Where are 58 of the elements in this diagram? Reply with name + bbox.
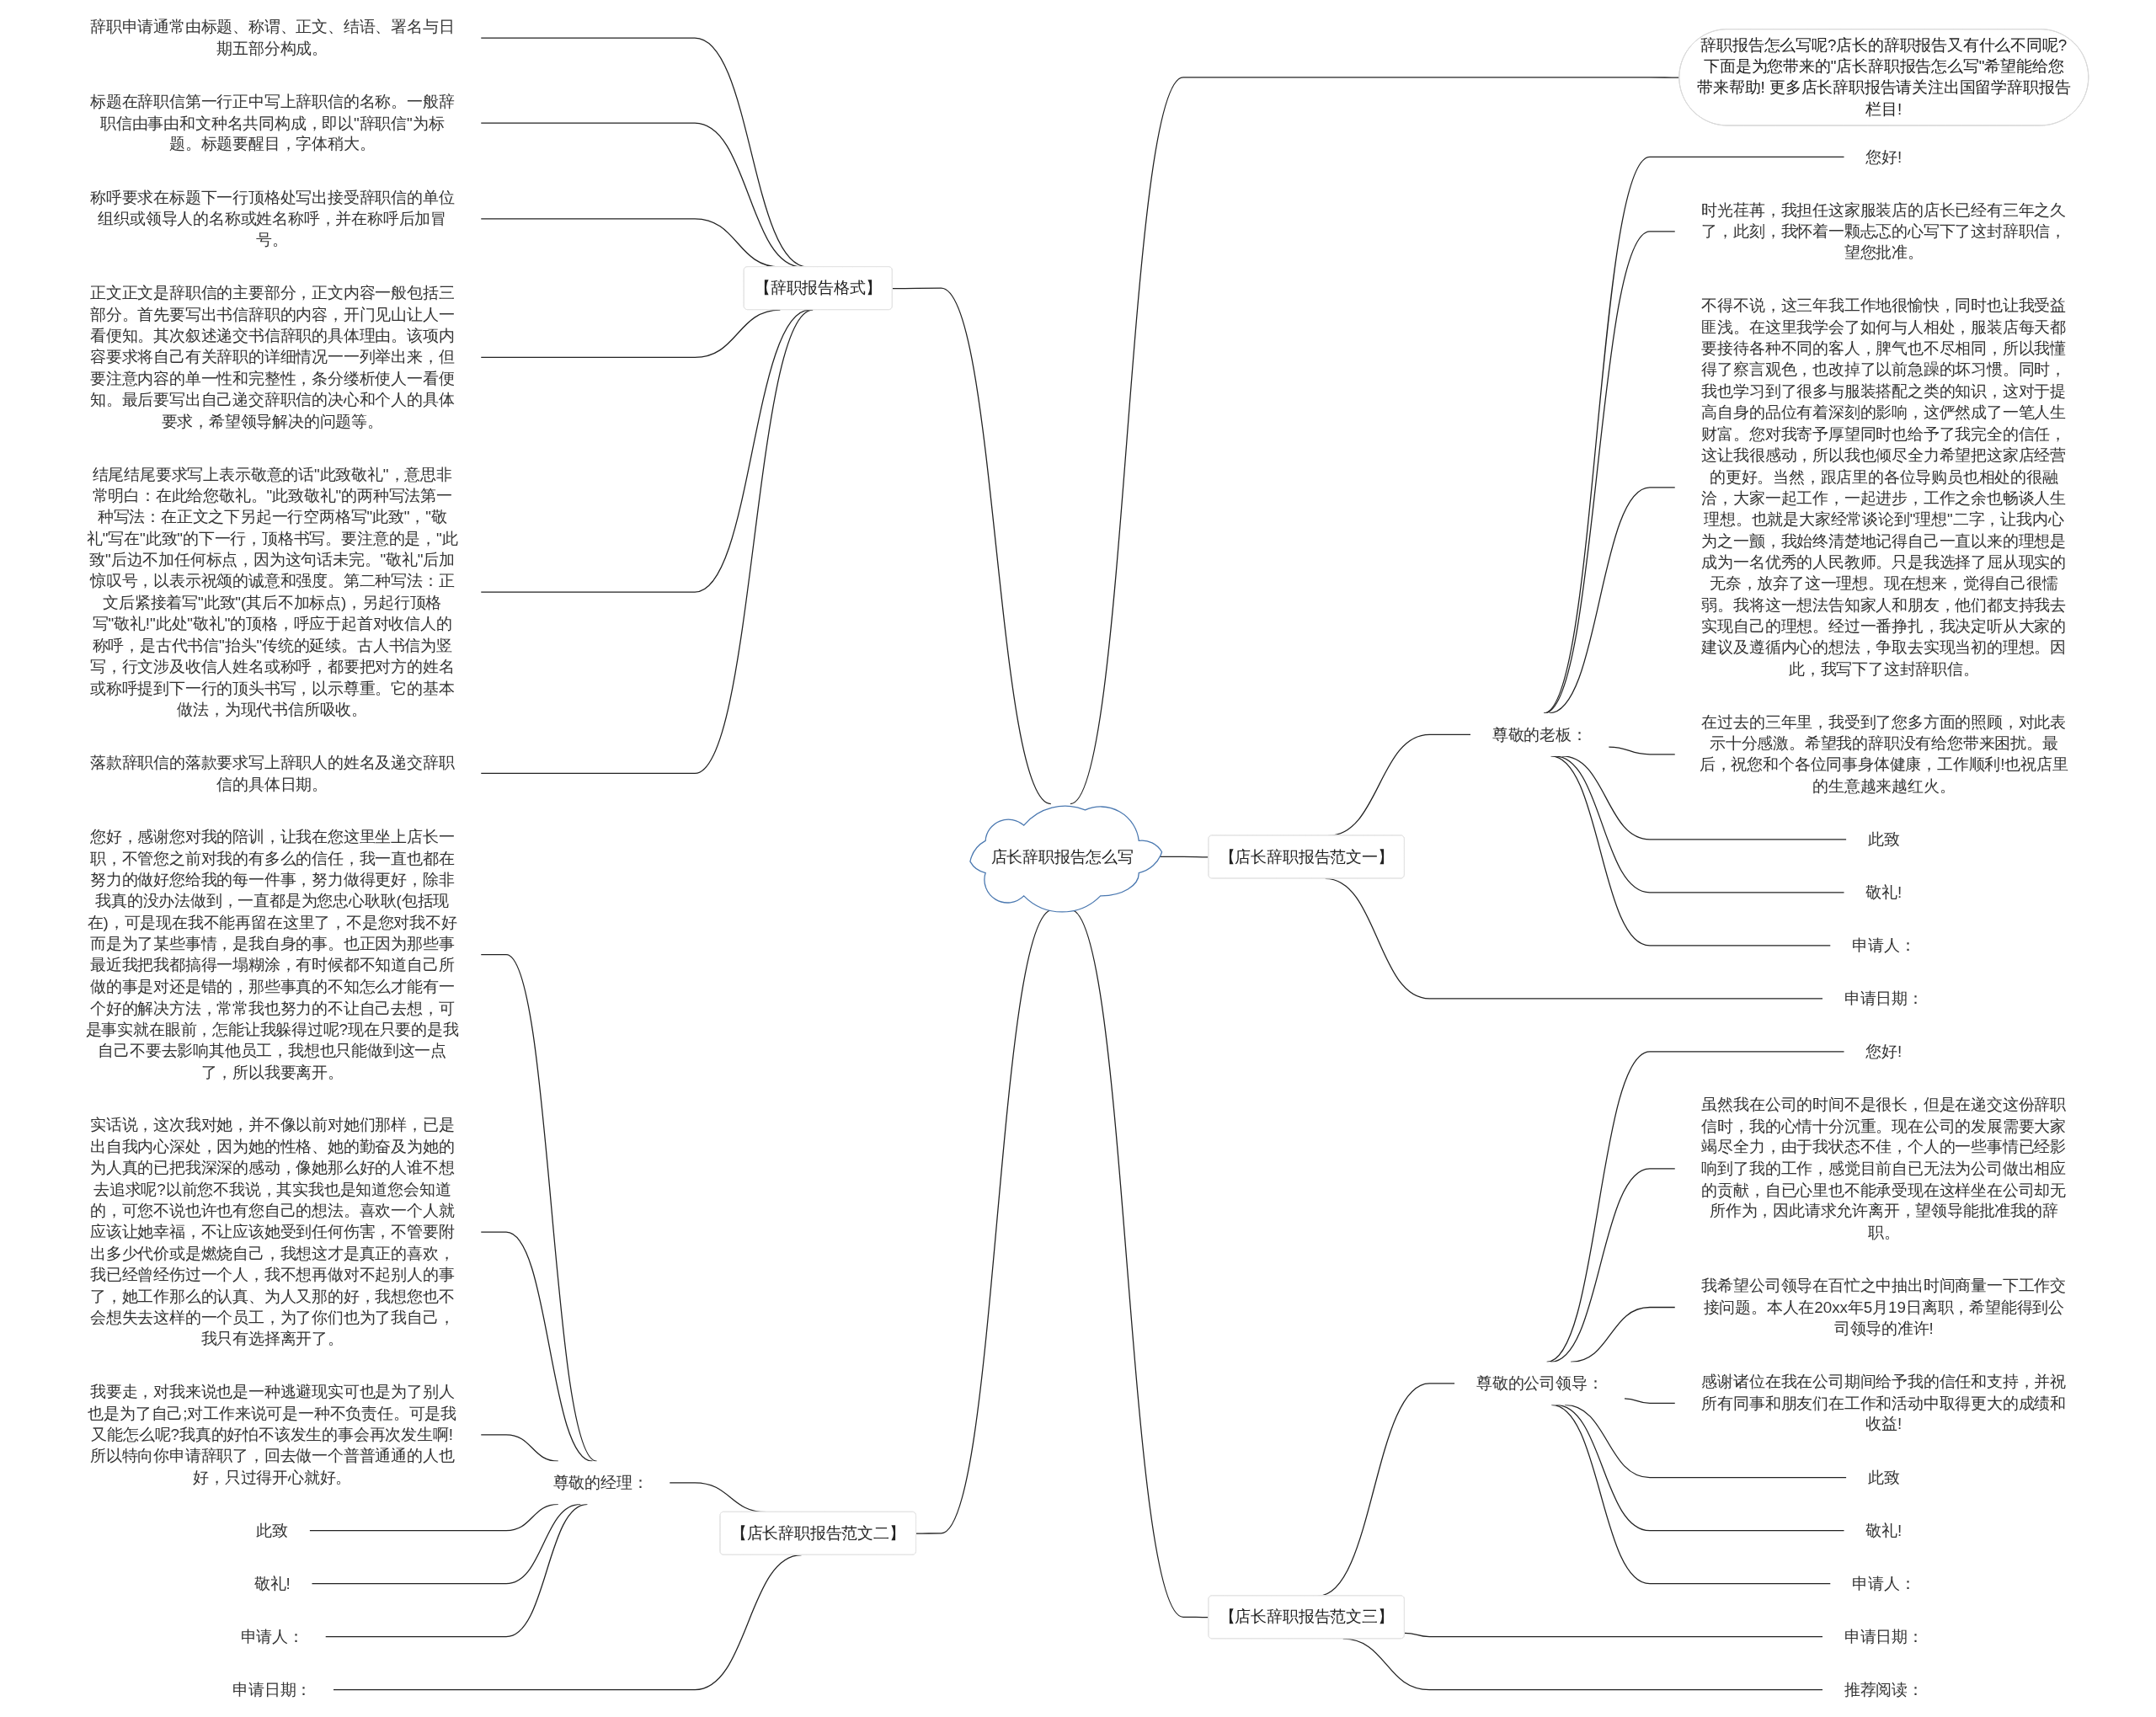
connector [480, 309, 810, 593]
node-text: 您好，感谢您对我的陪训，让我在您这里坐上店长一职，不管您之前对我的有多么的信任，我一直也都在努力的做好您给我的每一件事，努力做得更好，除非我真的没办法做到，一直都是为您忠心耿耿(包括现在)，可是现在我不能再留在这里了，不是您对我不好而是为了某些事情，是我自身的事。也正因为那些事最近我把我都搞得一塌糊涂，有时候都不知道自己所做的事是对还是错的，那些事真的不知怎么才能有一个好的解决方法，常常我也努力的不让自己去想，可是事实就在眼前，怎能让我躲得过呢?现在只要的是我自己不要去影响其他员工，我想也只能做到这一点了，所以我要离开。 [85, 828, 459, 1081]
node-text: 在过去的三年里，我受到了您多方面的照顾，对此表示十分感激。希望我的辞职没有给您带来困扰。最后，祝您和个各位同事身体健康，工作顺利!也祝店里的生意越来越红火。 [1699, 712, 2068, 796]
connector [311, 1503, 581, 1585]
node-text: 不得不说，这三年我工作地很愉快，同时也让我受益匪浅。在这里我学会了如何与人相处，服装店每天都要接待各种不同的客人，脾气也不尽相同，所以我懂得了察言观色，也改掉了以前急躁的坏习惯。同时，我也学习到了很多与服装搭配之类的知识，这对于提高自身的品位有着深刻的影响，这俨然成了一笔人生财富。您对我寄予厚望同时也给予了我完全的信任，这让我很感动，所以我也倾尽全力希望把这家店经营的更好。当然，跟店里的各位导购员也相处的很融洽，大家一起工作，一起进步，工作之余也畅谈人生理想。也就是大家经常谈论到"理想"二字，让我内心为之一颤，我始终清楚地记得自己一直以来的理想是成为一名优秀的人民教师。只是我选择了屈从现实的无奈，放弃了这一理想。现在想来，觉得自己很懦弱。我将这一想法告知家人和朋友，他们都支持我去实现自己的理想。经过一番挣扎，我决定听从大家的建议及遵循内心的想法，争取去实现当初的理想。因此，我写下了这封辞职信。 [1701, 296, 2067, 679]
node-text: 【店长辞职报告范文二】 [730, 1523, 905, 1543]
node-text: 申请人： [1852, 936, 1916, 955]
node-text: 敬礼! [1865, 1521, 1903, 1540]
node-text: 申请人： [1852, 1574, 1916, 1593]
node-text: 申请人： [240, 1627, 304, 1646]
node-text: 实话说，这次我对她，并不像以前对她们那样，已是出自我内心深处，因为她的性格、她的勤奋及为她的为人真的已把我深深的感动，像她那么好的人谁不想去追求呢?以前您不我说，其实我也是知道您会知道的，可您不说也许也有您自己的想法。喜欢一个人就应该让她幸福，不让应该她受到任何伤害，不管要附出多少代价或是燃烧自己，我想这才是真正的喜欢，我已经曾经伤过一个人，我不想再做对不起别人的事了，她工作那么的认真、为人又那的好，我想您也不会想失去这样的一个员工，为了你们也为了我自己，我只有选择离开了。 [89, 1116, 455, 1348]
connector [1564, 1404, 1847, 1479]
node-text: 感谢诸位在我在公司期间给予我的信任和支持，并祝所有同事和朋友们在工作和活动中取得更大的成绩和收益! [1701, 1372, 2067, 1434]
node-text: 【店长辞职报告范文一】 [1219, 847, 1394, 866]
connector [1548, 487, 1676, 714]
node-text: 结尾结尾要求写上表示敬意的话"此致敬礼"，意思非常明白：在此给您敬礼。"此致敬礼"的两种写法第一种写法：在正文之下另起一行空两格写"此致"，"敬礼"写在"此致"的下一行，顶格书写。要注意的是，"此致"后边不加任何标点，因为这句话未完。"敬礼"后加惊叹号，以表示祝颂的诚意和强度。第二种写法：正文后紧接着写"此致"(其后不加标点)，另起行顶格写"敬礼!"此处"敬礼"的顶格，呼应于起首对收信人的称呼，是古代书信"抬头"传统的延续。古人书信为竖写，行文涉及收信人姓名或称呼，都要把对方的姓名或称呼提到下一行的顶头书写，以示尊重。它的基本做法，为现代书信所吸收。 [86, 465, 458, 719]
connector [480, 1231, 594, 1462]
node-text: 落款辞职信的落款要求写上辞职人的姓名及递交辞职信的具体日期。 [89, 753, 455, 793]
connector [892, 287, 1052, 805]
node-text: 此致 [1867, 829, 1900, 849]
connector [1554, 755, 1845, 893]
connector [324, 1503, 589, 1638]
node-text: 敬礼! [1865, 882, 1903, 902]
connector [480, 1434, 559, 1462]
connector [1550, 1404, 1832, 1585]
connector [309, 1503, 559, 1532]
node-text: 我要走，对我来说也是一种逃避现实可也是为了别人也是为了自己;对工作来说可是一种不负责任。可是我又能怎么呢?我真的好怕不该发生的事会再次发生啊!所以特向你申请辞职了，回去做一个普普通通的人也好，只过得开心就好。 [88, 1383, 457, 1487]
node-text: 我希望公司领导在百忙之中抽出时间商量一下工作交接问题。本人在20xx年5月19日离职，希望能得到公司领导的准许! [1701, 1277, 2067, 1338]
node-text: 此致 [256, 1521, 289, 1540]
connector [480, 954, 598, 1462]
node-text: 您好! [1865, 147, 1903, 166]
node-text: 尊敬的经理： [552, 1473, 648, 1492]
connector [1608, 746, 1676, 755]
node-text: 申请日期： [1844, 989, 1924, 1008]
connector [1404, 1632, 1823, 1638]
node-text: 辞职申请通常由标题、称谓、正文、结语、署名与日期五部分构成。 [89, 18, 455, 58]
connector [1543, 156, 1845, 714]
node-text: 正文正文是辞职信的主要部分，正文内容一般包括三部分。首先要写出书信辞职的内容，开门见山让人一看便知。其次叙述递交书信辞职的具体理由。该项内容要求将自己有关辞职的详细情况一一列举出来，但要注意内容的单一性和完整性，条分缕析使人一看便知。最后要写出自己递交辞职信的决心和个人的具体要求，希望领导解决的问题等。 [89, 284, 455, 430]
node-text: 虽然我在公司的时间不是很长，但是在递交这份辞职信时，我的心情十分沉重。现在公司的发展需要大家竭尽全力，由于我状态不佳，个人的一些事情已经影响到了我的工作，感觉目前自已无法为公司做出相应的贡献，自已心里也不能承受现在这样坐在公司却无所作为，因此请求允许离开，望领导能批准我的辞职。 [1701, 1095, 2067, 1242]
node-text: 您好! [1865, 1042, 1903, 1061]
node-text: 时光荏苒，我担任这家服装店的店长已经有三年之久了，此刻，我怀着一颗忐忑的心写下了这封辞职信，望您批准。 [1701, 200, 2067, 262]
connector [1544, 231, 1676, 714]
connector [1545, 1051, 1845, 1363]
node-text: 推荐阅读： [1844, 1680, 1924, 1699]
connector [1550, 755, 1832, 946]
node-text: 申请日期： [232, 1680, 312, 1699]
node-text: 标题在辞职信第一行正中写上辞职信的名称。一般辞职信由事由和文种名共同构成，即以"辞职信"为标题。标题要醒目，字体稍大。 [89, 92, 455, 153]
node-text: 敬礼! [253, 1574, 291, 1593]
connector [1624, 1398, 1676, 1404]
connector [1550, 1168, 1676, 1363]
node-text: 此致 [1867, 1468, 1900, 1487]
connector [1561, 755, 1847, 840]
node-text: 称呼要求在标题下一行顶格处写出接受辞职信的单位组织或领导人的名称或姓名称呼，并在称呼后加冒号。 [89, 188, 455, 249]
connector [1070, 77, 1680, 805]
node-text: 尊敬的老板： [1492, 725, 1588, 744]
node-text: 尊敬的公司领导： [1476, 1373, 1604, 1393]
node-text: 【店长辞职报告范文三】 [1219, 1608, 1394, 1626]
node-text: 申请日期： [1844, 1627, 1924, 1646]
